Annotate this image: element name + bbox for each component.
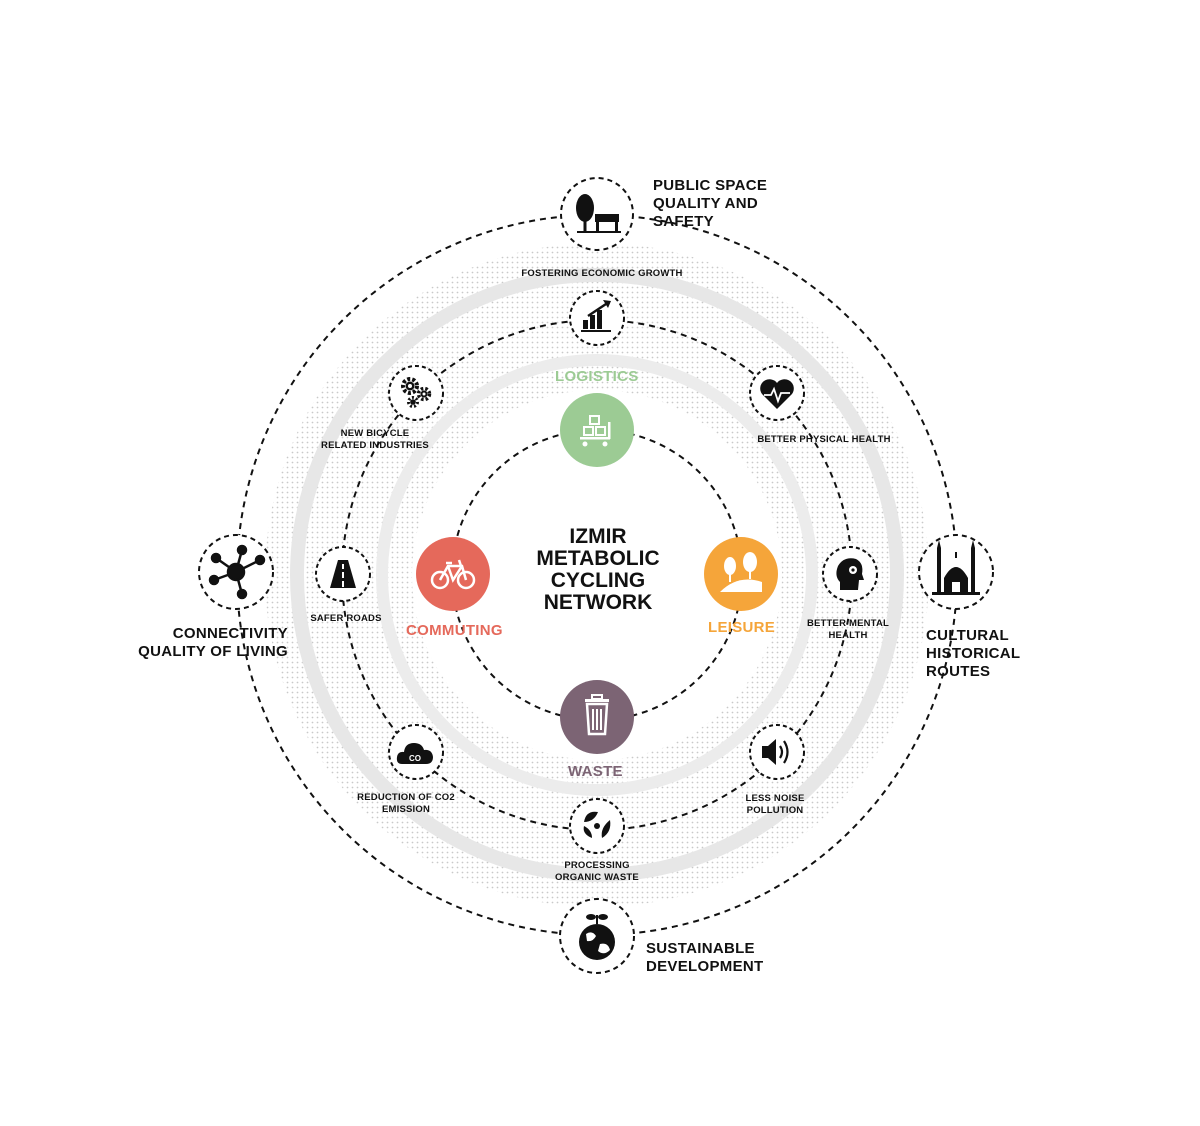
- outer-node-sustainable-development: [559, 898, 635, 974]
- category-label-commuting: COMMUTING: [406, 622, 503, 639]
- outer-label-public-space: PUBLIC SPACE QUALITY AND SAFETY: [653, 177, 768, 230]
- mid-node-physical-health: [749, 365, 805, 421]
- speaker-icon: [762, 739, 789, 765]
- co2-cloud-icon: CO: [396, 743, 433, 764]
- mid-node-economic-growth: [569, 290, 625, 346]
- trash-can-icon: [585, 694, 609, 736]
- mid-label-physical-health: BETTER PHYSICAL HEALTH: [757, 434, 891, 445]
- growth-chart-icon: [581, 300, 611, 332]
- tree-bench-icon: [576, 194, 621, 233]
- mid-node-bicycle-industries: [388, 365, 444, 421]
- category-label-waste: WASTE: [568, 763, 623, 780]
- category-commuting: [416, 537, 490, 611]
- landscape-icon: [720, 552, 762, 592]
- mid-label-organic-waste: PROCESSING ORGANIC WASTE: [555, 860, 639, 883]
- bicycle-icon: [430, 559, 476, 590]
- outer-node-cultural-routes: [918, 534, 994, 610]
- outer-label-cultural-routes: CULTURAL HISTORICAL ROUTES: [926, 627, 1021, 680]
- mid-node-co2-reduction: CO: [388, 724, 444, 780]
- mid-node-organic-waste: [569, 798, 625, 854]
- svg-text:CO: CO: [409, 754, 421, 763]
- mid-label-noise-pollution: LESS NOISE POLLUTION: [745, 793, 805, 816]
- category-logistics: [560, 393, 634, 467]
- mid-label-co2-reduction: REDUCTION OF CO2 EMISSION: [357, 792, 455, 815]
- category-leisure: [704, 537, 778, 611]
- outer-label-sustainable-development: SUSTAINABLE DEVELOPMENT: [646, 940, 764, 975]
- outer-node-connectivity: [198, 534, 274, 610]
- mid-label-safer-roads: SAFER ROADS: [310, 613, 382, 624]
- mid-node-noise-pollution: [749, 724, 805, 780]
- cart-with-boxes-icon: [580, 415, 611, 447]
- mid-node-mental-health: [822, 546, 878, 602]
- texture-ring-outer: [290, 268, 904, 882]
- texture-ring-inner: [376, 354, 818, 796]
- mid-label-bicycle-industries: NEW BICYCLE RELATED INDUSTRIES: [321, 428, 429, 451]
- mosque-icon: [932, 540, 980, 595]
- gears-icon: [401, 377, 432, 408]
- category-label-logistics: LOGISTICS: [555, 368, 639, 385]
- mid-label-economic-growth: FOSTERING ECONOMIC GROWTH: [521, 268, 683, 279]
- globe-sprout-icon: [579, 914, 615, 960]
- heart-pulse-icon: [760, 379, 794, 409]
- road-icon: [330, 560, 356, 588]
- mid-label-mental-health: BETTER MENTAL HEALTH: [806, 618, 890, 641]
- outer-node-public-space: [560, 177, 634, 251]
- head-gears-icon: [836, 558, 864, 590]
- category-waste: [560, 680, 634, 754]
- outer-label-connectivity: CONNECTIVITY QUALITY OF LIVING: [138, 625, 288, 660]
- mid-node-safer-roads: [315, 546, 371, 602]
- category-label-leisure: LEISURE: [708, 619, 776, 636]
- diagram-title: IZMIR METABOLIC CYCLING NETWORK: [536, 525, 660, 614]
- recycle-leaves-icon: [583, 811, 611, 838]
- network-nodes-icon: [208, 544, 266, 600]
